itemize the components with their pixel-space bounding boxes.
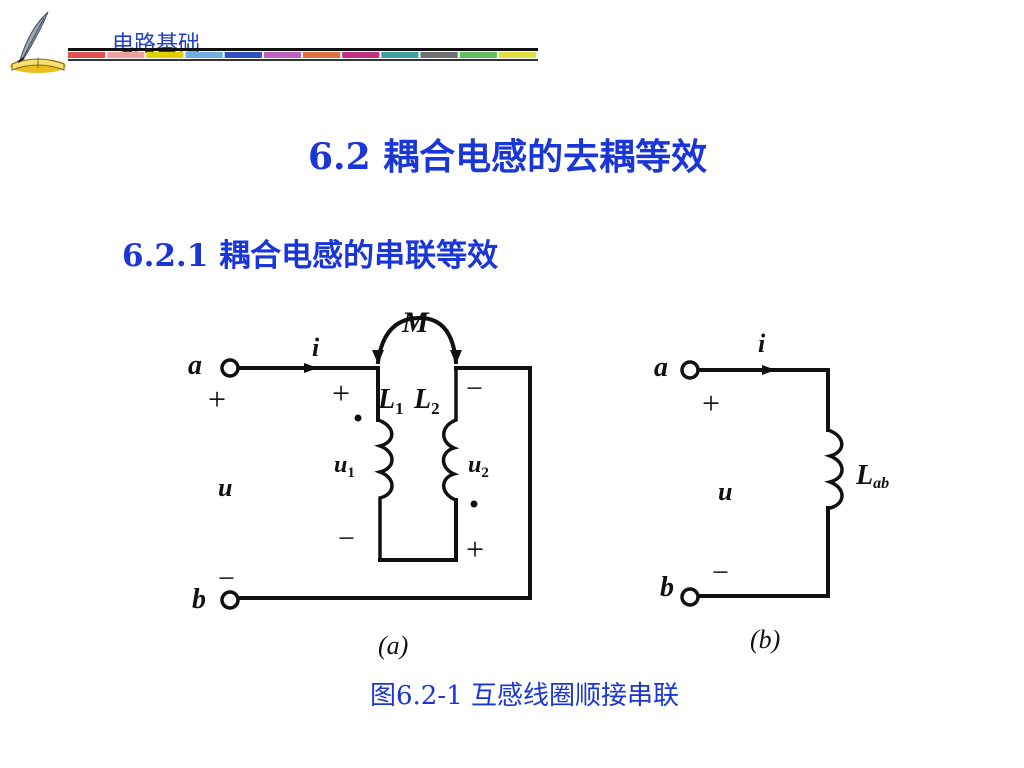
circuit-a-u1-main: u xyxy=(334,452,347,478)
circuit-b-plus: + xyxy=(702,385,720,421)
circuit-a-plus-L1: + xyxy=(332,375,350,411)
circuit-a-plus-L2: + xyxy=(466,531,484,567)
header-bar-segment xyxy=(381,52,419,58)
header-bar-segment xyxy=(68,52,106,58)
circuit-a-minus-left: − xyxy=(218,562,235,595)
circuit-b-label-Lab: Lab xyxy=(855,460,889,492)
circuit-a-label-u: u xyxy=(218,473,232,502)
circuit-a-mutual-arrow-right xyxy=(450,350,462,364)
circuit-a-mutual-arc-right xyxy=(417,315,459,365)
header-bar-segment xyxy=(459,52,497,58)
circuit-b-wire-top xyxy=(696,368,830,432)
circuit-a-label-M: M xyxy=(401,306,430,339)
header-bar-segment xyxy=(185,52,223,58)
circuit-a-L1-main: L xyxy=(377,384,395,415)
circuit-b-coil-Lab xyxy=(824,428,844,510)
circuit-b-terminal-b xyxy=(680,587,700,607)
circuit-a: a b i M + − u + − − + L1 L2 u1 u2 (a) xyxy=(188,306,532,660)
circuit-a-label-L1: L1 xyxy=(377,384,404,418)
header-bar-segment xyxy=(303,52,341,58)
circuit-a-minus-L1: − xyxy=(338,522,355,555)
circuit-b-label-current: i xyxy=(758,329,766,358)
circuit-a-wire-coil-link xyxy=(378,498,458,562)
header-bar-segment xyxy=(146,52,184,58)
circuit-a-plus-left: + xyxy=(208,381,226,417)
circuit-a-u2-sub: 2 xyxy=(481,465,489,481)
circuit-b-label-u: u xyxy=(718,477,732,506)
circuit-a-u2-main: u xyxy=(468,452,481,478)
circuit-a-label-L2: L2 xyxy=(413,384,440,418)
circuit-a-dot-L2 xyxy=(470,500,478,508)
circuit-a-L1-sub: 1 xyxy=(395,399,404,418)
header-bar-segment xyxy=(224,52,262,58)
figure-caption: 图6.2-1 互感线圈顺接串联 xyxy=(370,681,679,711)
circuit-b-terminal-a xyxy=(680,360,700,380)
circuit-b-label-a: a xyxy=(654,352,668,383)
circuit-a-label-current: i xyxy=(312,333,320,362)
header-bar-segment xyxy=(263,52,301,58)
circuit-a-L2-main: L xyxy=(413,384,431,415)
circuit-a-L2-sub: 2 xyxy=(431,399,440,418)
circuit-b-caption: (b) xyxy=(750,625,780,654)
header-bar-segment xyxy=(420,52,458,58)
quill-book-logo-icon xyxy=(10,11,66,73)
section-title: 6.2 耦合电感的去耦等效 xyxy=(308,136,708,178)
circuit-a-terminal-b xyxy=(220,590,240,610)
circuit-a-mutual-arrow-left xyxy=(372,350,384,364)
circuit-b-minus: − xyxy=(712,556,729,589)
circuit-a-u1-sub: 1 xyxy=(347,465,355,481)
circuit-a-caption: (a) xyxy=(378,631,408,660)
circuit-b: a b i + − u Lab (b) xyxy=(654,329,889,654)
circuit-a-mutual-arc xyxy=(375,315,423,365)
header-bar-segment xyxy=(342,52,380,58)
header-bar-segment xyxy=(107,52,145,58)
circuit-a-label-b: b xyxy=(192,584,206,615)
circuit-a-terminal-a xyxy=(220,358,240,378)
circuit-b-Lab-main: L xyxy=(855,460,873,491)
circuit-a-dot-L1 xyxy=(354,414,362,422)
subsection-title: 6.2.1 耦合电感的串联等效 xyxy=(122,238,499,274)
circuit-a-wire-right xyxy=(236,366,532,600)
circuit-b-wire-bottom xyxy=(696,506,830,598)
header-color-bar xyxy=(68,48,538,61)
circuit-a-label-u1: u1 xyxy=(334,452,355,481)
circuit-a-minus-L2: − xyxy=(466,372,483,405)
circuit-a-wire-top-left xyxy=(236,366,380,422)
circuit-b-label-b: b xyxy=(660,572,674,603)
circuit-a-label-a: a xyxy=(188,350,202,381)
circuit-a-coil-L1 xyxy=(374,418,394,560)
circuit-a-coil-L2 xyxy=(441,368,460,502)
circuit-b-Lab-sub: ab xyxy=(873,475,889,492)
circuit-a-label-u2: u2 xyxy=(468,452,489,481)
header-bar-segment xyxy=(498,52,536,58)
